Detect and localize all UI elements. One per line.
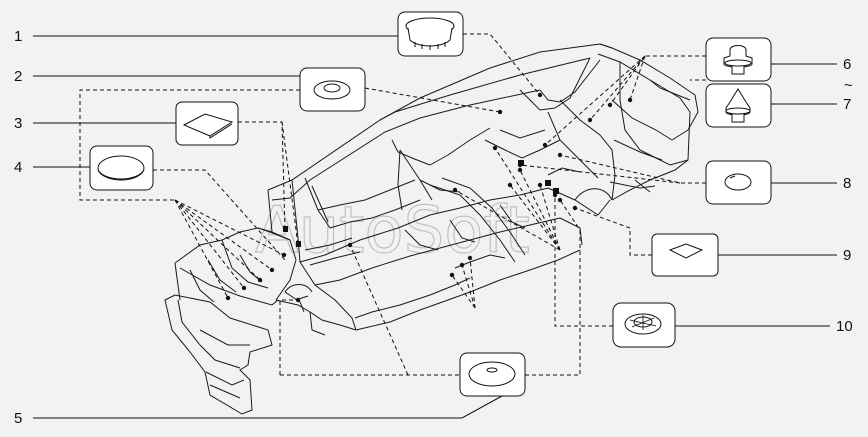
callout-labels: 1 2 3 4 5 6 ~ 7 8 9 10 (14, 28, 853, 427)
car-body-drawing (164, 43, 699, 415)
grooved-round-plug-icon (612, 302, 676, 348)
callout-label-8: 8 (843, 175, 851, 192)
fastener-points (225, 92, 633, 303)
square-pad-icon (651, 233, 719, 277)
callout-label-10: 10 (836, 318, 853, 335)
mushroom-clip-icon (705, 37, 772, 82)
callout-label-7: 7 (843, 96, 851, 113)
dashed-pointers (79, 33, 706, 376)
round-flat-plug-icon (459, 352, 526, 397)
callout-label-2: 2 (14, 68, 22, 85)
flat-round-plug-icon (397, 11, 464, 57)
callout-label-9: 9 (843, 247, 851, 264)
large-round-plug-icon (89, 145, 154, 191)
callout-label-3: 3 (14, 115, 22, 132)
watermark-text: AutoSoft (255, 194, 530, 268)
small-grommet-plug-icon (299, 67, 366, 112)
callout-label-1: 1 (14, 28, 22, 45)
callout-label-6: 6 (843, 56, 851, 73)
square-adhesive-pad-icon (175, 101, 239, 146)
leader-line-5 (33, 395, 503, 419)
callout-label-4: 4 (14, 159, 22, 176)
oval-plug-icon (705, 160, 772, 205)
callout-label-5: 5 (14, 410, 22, 427)
pointed-clip-icon (705, 83, 772, 128)
callout-label-range: ~ (844, 77, 853, 94)
